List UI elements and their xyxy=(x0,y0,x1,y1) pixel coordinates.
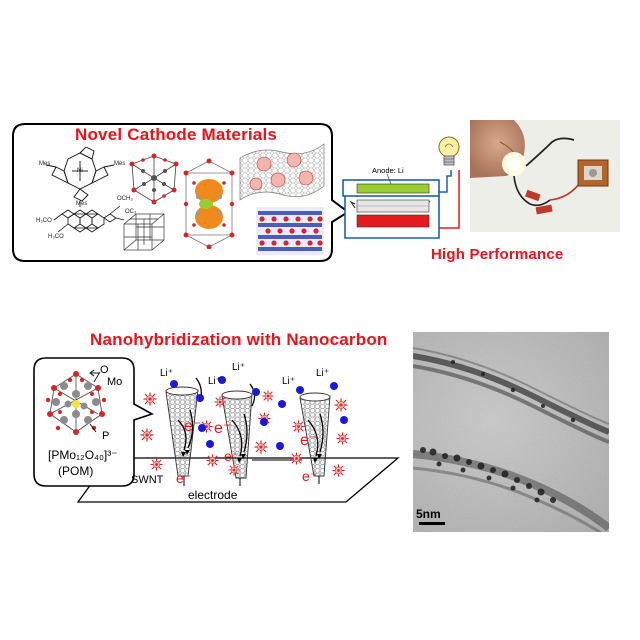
electron-label-5: e⁻ xyxy=(224,448,240,464)
coronene-molecule xyxy=(53,205,125,233)
mes-label-left: Mes xyxy=(39,161,51,167)
graphene-sheet-clusters xyxy=(239,143,325,201)
swnt-label: SWNT xyxy=(131,474,164,486)
battery-demo-photo-art xyxy=(470,120,620,232)
o-label: O xyxy=(100,364,109,376)
electron-label-2: e⁻ xyxy=(214,420,232,437)
battery-demo-photo xyxy=(470,120,620,232)
och3-label-2: OC₃ xyxy=(125,209,137,215)
electron-label-1: e⁻ xyxy=(184,418,202,435)
layered-crystal-lattice xyxy=(256,207,324,255)
mo-label: Mo xyxy=(107,376,123,388)
crystal-network-structure xyxy=(129,153,179,205)
tem-micrograph xyxy=(413,332,609,532)
battery-cell-schematic xyxy=(342,170,460,239)
formula-label: [PMo₁₂O₄₀]³⁻ xyxy=(48,448,118,462)
pom-label: (POM) xyxy=(58,464,94,478)
p-label: P xyxy=(102,430,110,442)
li-label-3: Li⁺ xyxy=(232,362,246,373)
electrode-label: electrode xyxy=(188,488,238,502)
h3co-label-2: H₃CO xyxy=(48,234,64,240)
li-label-2: Li⁺ xyxy=(208,376,222,387)
electron-label-3: e⁻ xyxy=(300,432,318,449)
bottom-title: Nanohybridization with Nanocarbon xyxy=(90,330,388,349)
top-title: Novel Cathode Materials xyxy=(75,125,278,144)
pom-molecule xyxy=(45,371,107,435)
cubic-lattice xyxy=(123,213,165,251)
o-pointer-arrow xyxy=(89,369,99,377)
mes-label-bottom: Mes xyxy=(76,201,88,207)
li-label-1: Li⁺ xyxy=(160,368,174,379)
h3co-label-1: H₃CO xyxy=(36,218,52,224)
anode-label: Anode: Li xyxy=(372,166,404,175)
pom-cluster-orange xyxy=(183,158,235,249)
light-bulb-icon xyxy=(438,136,460,166)
electron-label-4: e⁻ xyxy=(176,470,192,486)
tem-micrograph-art xyxy=(413,332,609,532)
och3-label-1: OCH₃ xyxy=(117,196,133,202)
performance-label: High Performance xyxy=(431,246,564,263)
li-label-5: Li⁺ xyxy=(316,368,330,379)
li-label-4: Li⁺ xyxy=(282,376,296,387)
mes-label-right: Mes xyxy=(114,161,126,167)
scale-bar-label: 5nm xyxy=(416,507,441,521)
ni-label: Ni xyxy=(77,168,83,174)
porphyrin-molecule xyxy=(45,147,115,207)
electron-label-6: e⁻ xyxy=(302,468,318,484)
